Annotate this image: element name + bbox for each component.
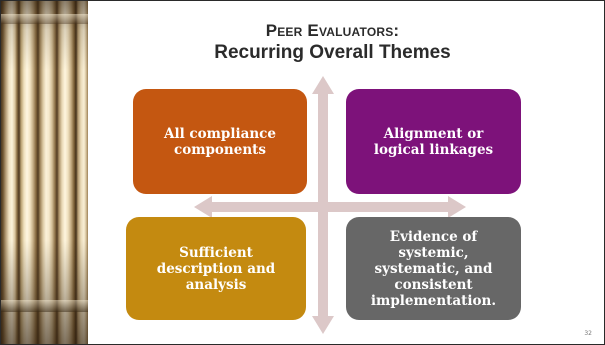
theme-box-compliance: All compliance components bbox=[133, 89, 307, 194]
theme-box-implementation: Evidence of systemic, systematic, and co… bbox=[346, 217, 521, 320]
pillar-capital bbox=[0, 14, 88, 24]
theme-box-alignment: Alignment or logical linkages bbox=[346, 89, 521, 194]
arrow-head-right bbox=[448, 196, 466, 218]
title-line-2: Recurring Overall Themes bbox=[214, 42, 451, 63]
theme-box-description: Sufficient description and analysis bbox=[126, 217, 306, 320]
arrow-head-down bbox=[312, 316, 334, 334]
arrow-head-left bbox=[194, 196, 212, 218]
pillar-shading bbox=[0, 0, 88, 345]
theme-text-compliance: All compliance components bbox=[163, 125, 276, 158]
title-line-1: Peer Evaluators: bbox=[265, 21, 400, 40]
arrow-head-up bbox=[312, 76, 334, 94]
horizontal-arrow-shaft bbox=[210, 202, 450, 212]
theme-text-description: Sufficient description and analysis bbox=[156, 244, 276, 293]
page-number: 32 bbox=[584, 330, 592, 337]
theme-text-implementation: Evidence of systemic, systematic, and co… bbox=[370, 228, 497, 309]
pillars-image bbox=[0, 0, 88, 345]
theme-text-alignment: Alignment or logical linkages bbox=[373, 125, 494, 158]
pillar-base bbox=[0, 300, 88, 312]
slide-title: Peer Evaluators: Recurring Overall Theme… bbox=[100, 20, 565, 63]
